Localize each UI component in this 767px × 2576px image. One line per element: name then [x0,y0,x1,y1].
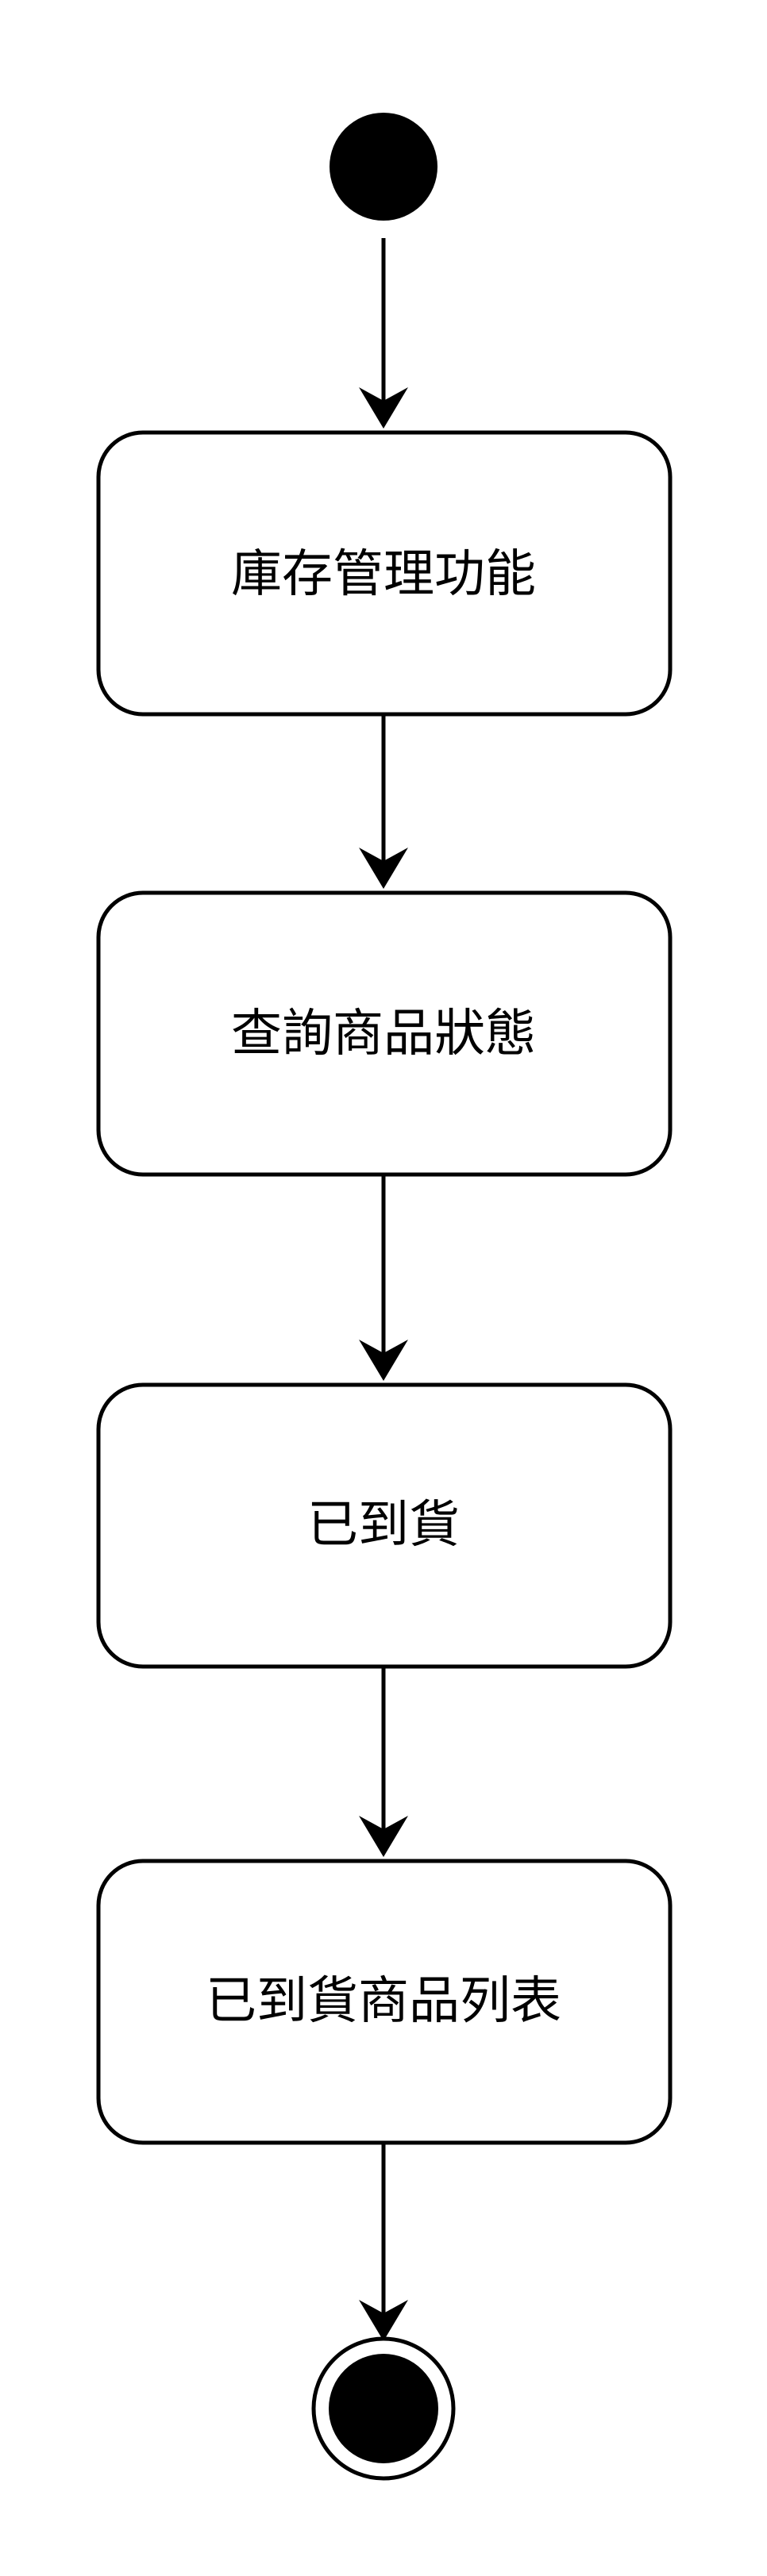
flow-arrow-3 [359,1175,408,1381]
flow-arrow-5 [359,2143,408,2341]
activity-inventory-management[interactable]: 庫存管理功能 [96,430,673,717]
activity-query-product-status[interactable]: 查詢商品狀態 [96,890,673,1177]
initial-node [330,113,437,221]
flow-arrow-4 [359,1667,408,1857]
activity-label: 庫存管理功能 [231,545,536,604]
flow-arrow-1 [359,238,408,429]
activity-label: 已到貨 [307,1496,460,1555]
flow-arrow-2 [359,714,408,889]
activity-label: 查詢商品狀態 [231,1005,536,1063]
activity-arrived[interactable]: 已到貨 [96,1382,673,1669]
final-node [311,2336,456,2481]
activity-arrived-product-list[interactable]: 已到貨商品列表 [96,1859,673,2145]
activity-label: 已到貨商品列表 [206,1972,561,2031]
